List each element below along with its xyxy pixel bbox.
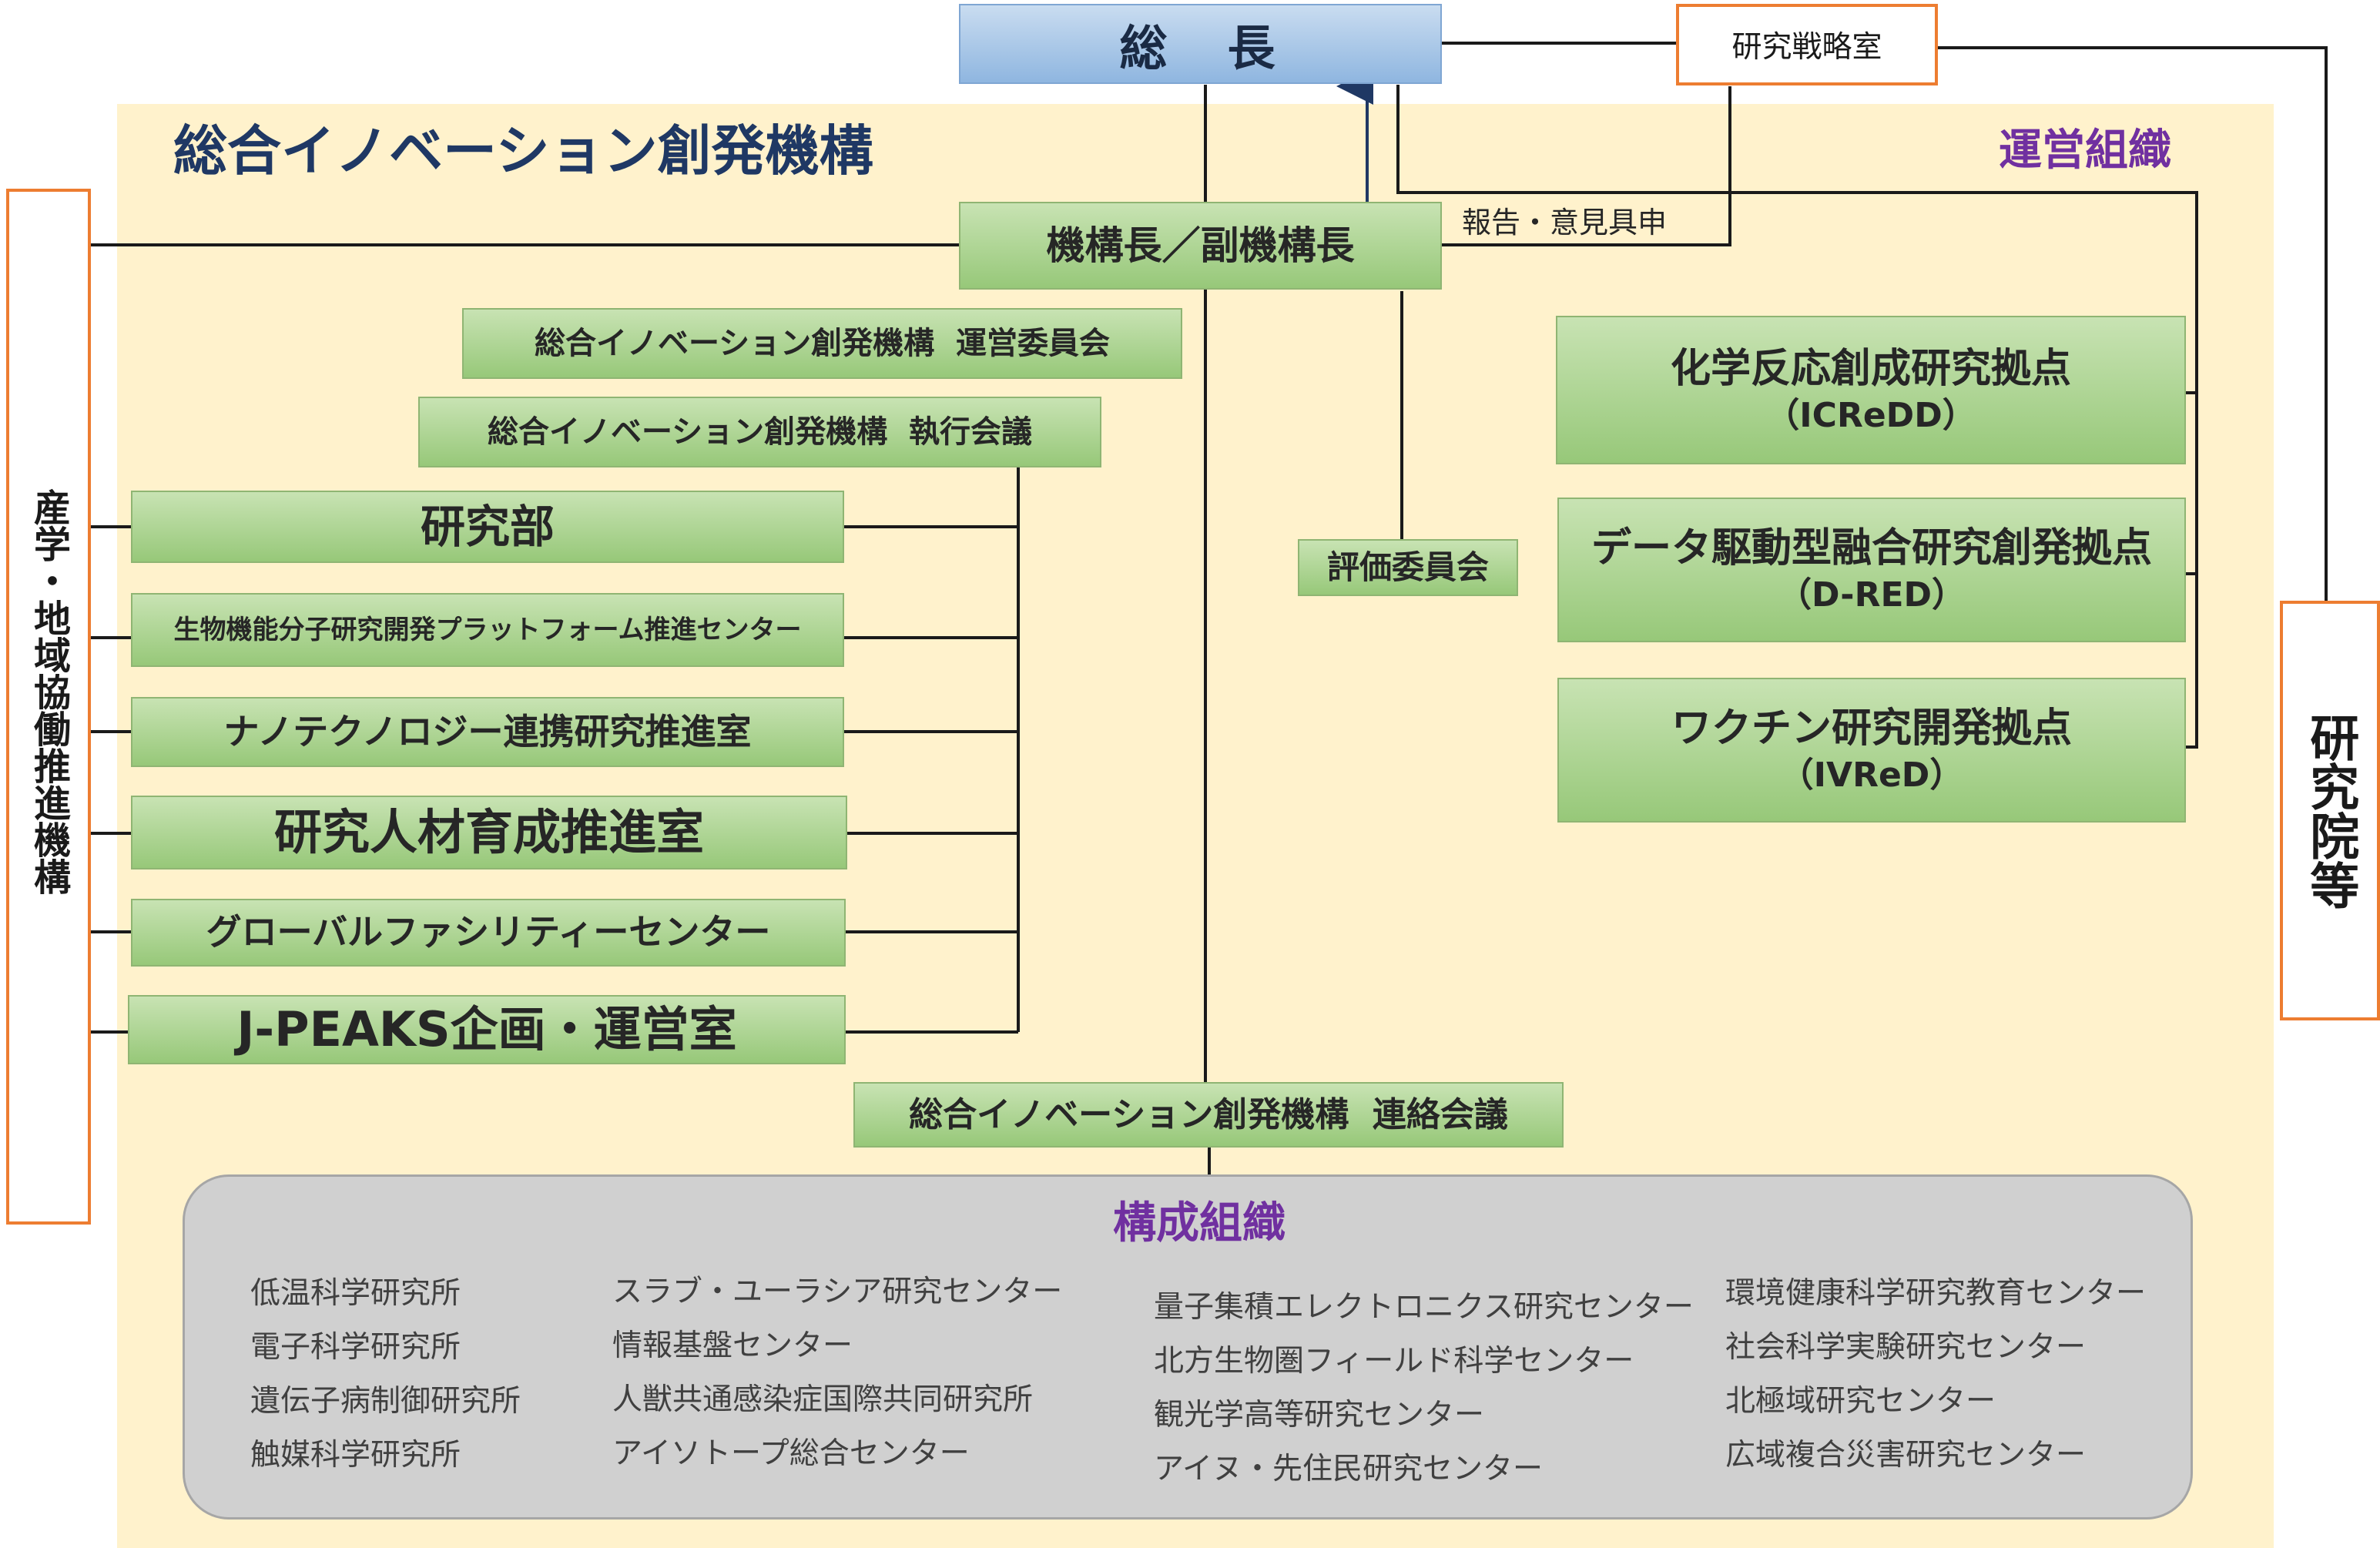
list-item: 電子科学研究所 <box>250 1330 461 1365</box>
biofunctional-platform-center-box: 生物機能分子研究開発プラットフォーム推進センター <box>131 593 844 667</box>
j-peaks-office-box: J-PEAKS企画・運営室 <box>128 995 846 1064</box>
list-item: 観光学高等研究センター <box>1154 1398 1485 1432</box>
report-note: 報告・意見具申 <box>1462 206 1668 240</box>
graduate-schools-box: 研究院等 <box>2280 601 2380 1020</box>
research-division-box: 研究部 <box>131 491 844 563</box>
research-talent-office-label: 研究人材育成推進室 <box>273 804 704 861</box>
liaison-council-label: 総合イノベーション創発機構 連絡会議 <box>909 1095 1508 1134</box>
industry-academia-org-label: 産学・地域協働推進機構 <box>27 488 70 895</box>
j-peaks-office-label: J-PEAKS企画・運営室 <box>236 1001 737 1058</box>
icredd-hub-abbr: （ICReDD） <box>1765 395 1976 435</box>
list-item: 遺伝子病制御研究所 <box>250 1384 521 1419</box>
nanotechnology-office-box: ナノテクノロジー連携研究推進室 <box>131 697 844 767</box>
president-box: 総 長 <box>959 4 1442 84</box>
list-item: 北方生物圏フィールド科学センター <box>1154 1344 1634 1379</box>
liaison-council-box: 総合イノベーション創発機構 連絡会議 <box>853 1082 1564 1148</box>
constituent-column-4: 環境健康科学研究教育センター 社会科学実験研究センター 北極域研究センター 広域… <box>1725 1267 2146 1483</box>
list-item: 人獣共通感染症国際共同研究所 <box>612 1382 1034 1417</box>
ivred-hub-name: ワクチン研究開発拠点 <box>1671 705 2072 752</box>
list-item: 広域複合災害研究センター <box>1725 1438 2087 1473</box>
list-item: 環境健康科学研究教育センター <box>1725 1276 2147 1311</box>
icredd-hub-name: 化学反応創成研究拠点 <box>1670 345 2071 392</box>
constituent-title: 構成組織 <box>1113 1198 1286 1248</box>
constituent-column-1: 低温科学研究所 電子科学研究所 遺伝子病制御研究所 触媒科学研究所 <box>250 1267 521 1483</box>
biofunctional-platform-center-label: 生物機能分子研究開発プラットフォーム推進センター <box>173 614 802 645</box>
list-item: スラブ・ユーラシア研究センター <box>612 1275 1063 1309</box>
nanotechnology-office-label: ナノテクノロジー連携研究推進室 <box>223 710 752 752</box>
list-item: 情報基盤センター <box>612 1329 853 1363</box>
organization-title: 総合イノベーション創発機構 <box>173 119 873 183</box>
evaluation-committee-box: 評価委員会 <box>1298 539 1518 596</box>
d-red-hub-name: データ駆動型融合研究創発拠点 <box>1591 525 2152 571</box>
strategy-office-box: 研究戦略室 <box>1676 4 1938 85</box>
operating-organization-label: 運営組織 <box>1999 126 2171 176</box>
evaluation-committee-label: 評価委員会 <box>1326 548 1489 586</box>
research-talent-office-box: 研究人材育成推進室 <box>131 796 847 869</box>
icredd-hub-box: 化学反応創成研究拠点 （ICReDD） <box>1556 316 2186 464</box>
list-item: アイヌ・先住民研究センター <box>1154 1452 1544 1486</box>
constituent-column-2: スラブ・ユーラシア研究センター 情報基盤センター 人獣共通感染症国際共同研究所 … <box>612 1265 1062 1481</box>
global-facility-center-box: グローバルファシリティーセンター <box>131 899 846 967</box>
ivred-hub-box: ワクチン研究開発拠点 （IVReD） <box>1557 678 2186 823</box>
executive-council-box: 総合イノベーション創発機構 執行会議 <box>418 397 1101 467</box>
constituent-organizations-panel <box>183 1174 2193 1520</box>
list-item: 北極域研究センター <box>1725 1384 1996 1419</box>
executive-council-label: 総合イノベーション創発機構 執行会議 <box>487 414 1033 450</box>
research-division-label: 研究部 <box>420 500 555 553</box>
director-label: 機構長／副機構長 <box>1046 223 1355 268</box>
list-item: 低温科学研究所 <box>250 1276 461 1311</box>
list-item: 量子集積エレクトロニクス研究センター <box>1154 1290 1694 1325</box>
d-red-hub-abbr: （D-RED） <box>1777 575 1966 615</box>
constituent-column-3: 量子集積エレクトロニクス研究センター 北方生物圏フィールド科学センター 観光学高… <box>1154 1281 1694 1496</box>
management-committee-box: 総合イノベーション創発機構 運営委員会 <box>462 308 1182 379</box>
management-committee-label: 総合イノベーション創発機構 運営委員会 <box>534 326 1111 361</box>
industry-academia-org-box: 産学・地域協働推進機構 <box>6 189 91 1225</box>
strategy-office-label: 研究戦略室 <box>1731 30 1882 65</box>
d-red-hub-box: データ駆動型融合研究創発拠点 （D-RED） <box>1557 498 2186 642</box>
list-item: 触媒科学研究所 <box>250 1438 461 1473</box>
list-item: アイソトープ総合センター <box>612 1436 970 1471</box>
graduate-schools-label: 研究院等 <box>2301 712 2359 910</box>
list-item: 社会科学実験研究センター <box>1725 1330 2087 1365</box>
ivred-hub-abbr: （IVReD） <box>1779 756 1964 795</box>
director-box: 機構長／副機構長 <box>959 202 1442 290</box>
president-label: 総 長 <box>1119 20 1282 76</box>
global-facility-center-label: グローバルファシリティーセンター <box>206 911 771 953</box>
